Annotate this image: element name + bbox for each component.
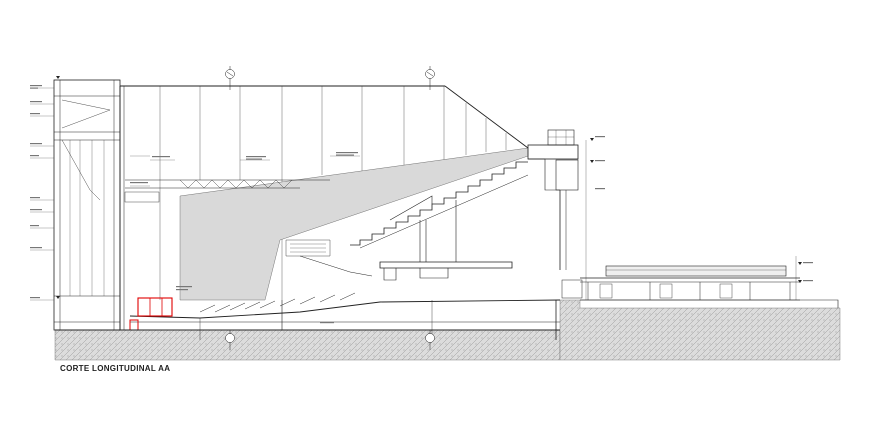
seating-tiers (350, 129, 579, 270)
ground-right (559, 299, 841, 361)
circled-axis-marker-icon (425, 330, 435, 350)
ground-left (54, 329, 561, 361)
level-triangle-icon (798, 262, 802, 265)
drawing-caption: CORTE LONGITUDINAL AA (60, 364, 171, 373)
level-triangle-icon (590, 160, 594, 163)
axis-markers (225, 66, 435, 350)
level-triangle-icon (56, 76, 60, 79)
annex-building (580, 140, 839, 308)
level-markers (56, 76, 802, 299)
roof-truss (124, 179, 330, 203)
level-triangle-icon (590, 138, 594, 141)
main-hall (119, 85, 529, 330)
circled-axis-marker-icon (225, 66, 235, 90)
circled-axis-marker-icon (425, 66, 435, 90)
balcony-structure (285, 200, 513, 281)
annotation-leaders (30, 87, 360, 301)
stalls-floor (129, 279, 583, 340)
circled-axis-marker-icon (225, 330, 235, 350)
projection-cone (179, 147, 529, 301)
annotation-blocks (30, 85, 813, 324)
stage-house (53, 79, 121, 331)
level-triangle-icon (56, 296, 60, 299)
level-triangle-icon (798, 280, 802, 283)
stage-lift-highlight (129, 297, 173, 331)
